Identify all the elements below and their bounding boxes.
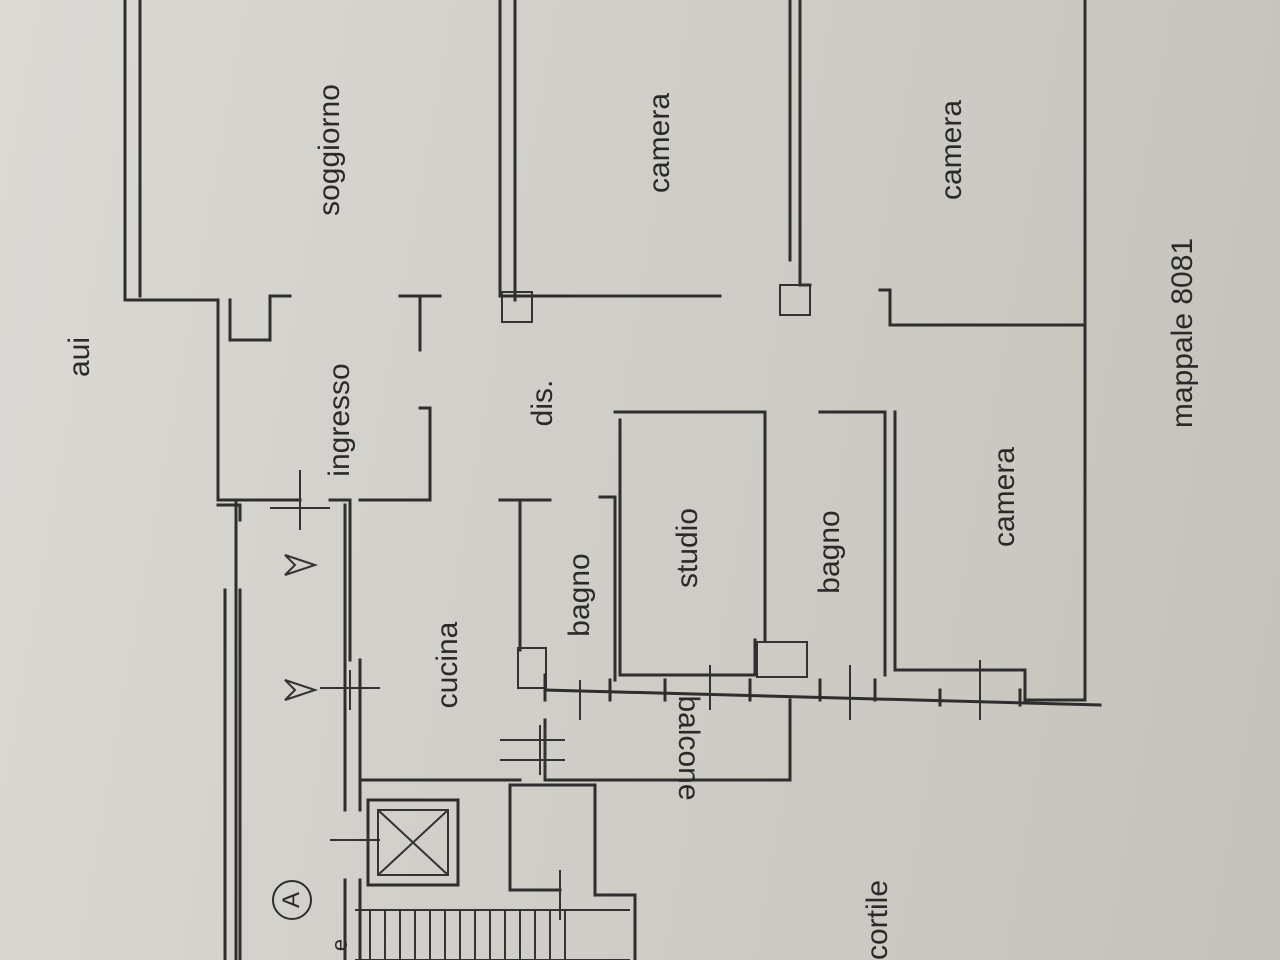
outside-label-cortile: cortile xyxy=(861,879,894,960)
stair-rails xyxy=(355,909,630,960)
wall-camera-top xyxy=(498,0,722,302)
wall-stair-left xyxy=(343,878,362,960)
pillar-2 xyxy=(779,284,811,316)
wall-studio-frame xyxy=(618,418,757,677)
room-label-soggiorno: soggiorno xyxy=(313,84,346,216)
wall-camera-bottom xyxy=(893,323,1087,702)
wall-t-partition xyxy=(398,294,442,352)
outside-label-aui: aui xyxy=(63,336,96,378)
wall-soggiorno-base xyxy=(228,294,292,342)
wall-studio-top xyxy=(613,410,767,642)
facade-line xyxy=(543,688,1102,707)
door-tick-cucina xyxy=(320,670,380,710)
outside-label-mappale: mappale 8081 xyxy=(1166,237,1199,429)
room-label-cucina: cucina xyxy=(431,621,464,709)
wall-camera-right-base xyxy=(878,288,1087,327)
window-jambs xyxy=(543,673,1022,707)
room-label-ingresso: ingresso xyxy=(323,363,356,477)
room-label-studio: studio xyxy=(671,507,704,589)
entrance-arrow-2 xyxy=(284,679,319,701)
exterior-wall-corridor xyxy=(223,588,242,960)
room-label-camera-right: camera xyxy=(935,99,968,201)
wall-bagno-left xyxy=(498,498,552,652)
exterior-wall-left xyxy=(123,0,238,960)
room-label-camera-bottom: camera xyxy=(988,446,1021,548)
room-label-balcone: balcone xyxy=(672,695,705,801)
room-label-dis: dis. xyxy=(526,379,559,427)
balcony-outline xyxy=(543,698,792,782)
door-tick-ingresso xyxy=(270,470,330,530)
stair-steps xyxy=(369,910,566,960)
wall-ingresso-left xyxy=(216,498,352,662)
wall-stair xyxy=(358,778,637,960)
room-label-camera-top: camera xyxy=(643,92,676,194)
section-marker-letter: A xyxy=(278,891,305,909)
pillar-1 xyxy=(501,291,533,323)
wall-cucina-entry xyxy=(343,658,362,812)
room-label-bagno-left: bagno xyxy=(563,553,596,637)
wall-studio-left xyxy=(598,495,617,682)
elevator-cross xyxy=(377,809,449,876)
wall-bagno-right xyxy=(818,410,887,677)
wall-camera-divider xyxy=(788,0,812,287)
pillar-3 xyxy=(517,647,547,689)
entrance-arrow-1 xyxy=(284,554,319,576)
section-marker: A xyxy=(272,880,312,920)
elevator-shaft xyxy=(366,798,460,887)
balcony-door xyxy=(500,725,565,775)
wall-stair-landing xyxy=(508,783,562,892)
pillar-4 xyxy=(756,641,808,678)
room-label-bagno-right: bagno xyxy=(813,510,846,594)
wall-ingresso-dis xyxy=(358,406,432,502)
window-ticks xyxy=(579,660,981,720)
outside-label-fragment: e xyxy=(327,938,352,952)
